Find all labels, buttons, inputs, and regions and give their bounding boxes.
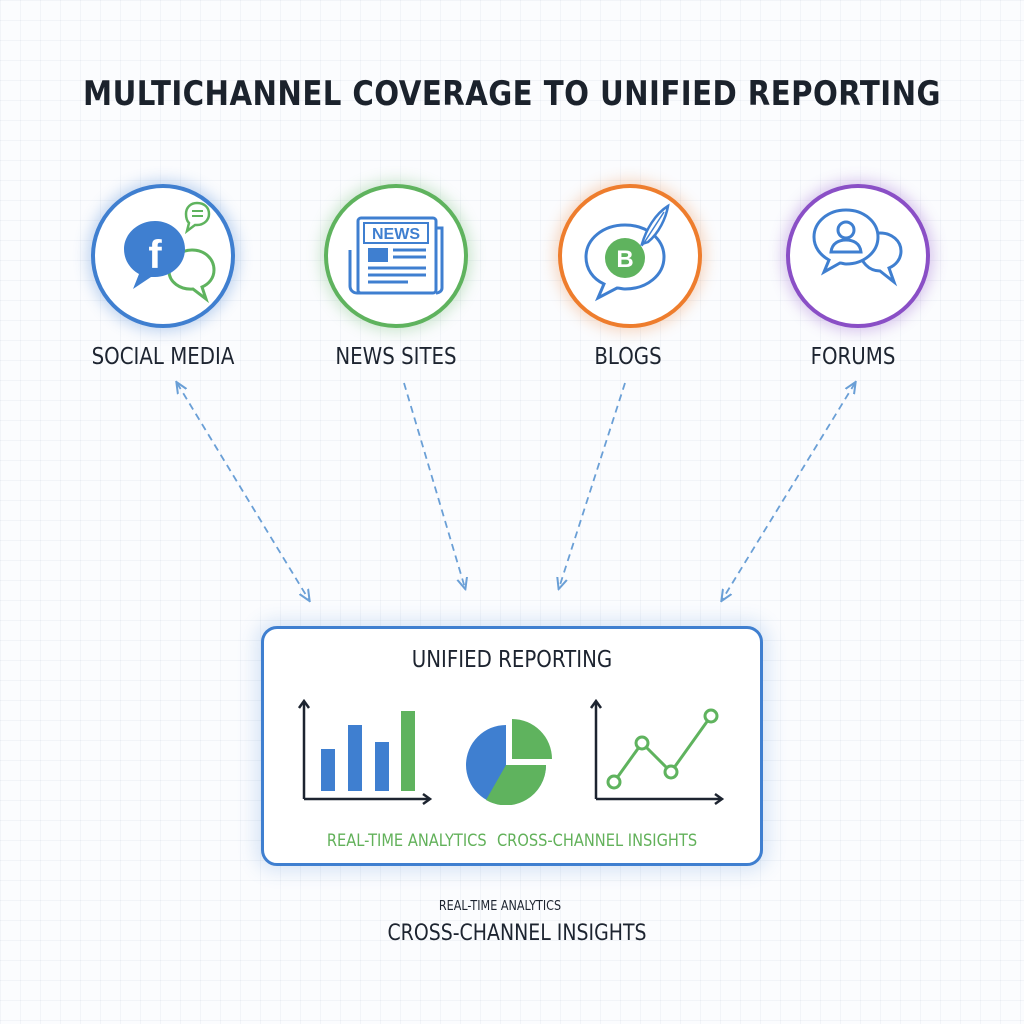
report-footer-crosschannel: CROSS-CHANNEL INSIGHTS (496, 831, 698, 851)
facebook-chat-icon: f (124, 201, 216, 304)
unified-reporting-panel: UNIFIED REPORTING REAL-TIME ANALYTICS CRO… (261, 626, 763, 866)
channel-social-media: f (91, 184, 235, 328)
caption-cross-channel-insights: CROSS-CHANNEL INSIGHTS (387, 921, 647, 946)
channel-blogs: B (558, 184, 702, 328)
blog-letter: B (616, 246, 633, 273)
channel-label-news-sites: NEWS SITES (335, 344, 457, 370)
pie-chart-icon (466, 719, 552, 805)
news-banner-text: NEWS (372, 226, 420, 243)
channel-label-forums: FORUMS (810, 344, 896, 370)
report-footer: REAL-TIME ANALYTICS CROSS-CHANNEL INSIGHT… (299, 831, 726, 851)
caption-realtime-analytics: REAL-TIME ANALYTICS (438, 899, 562, 914)
line-chart-icon (589, 699, 725, 806)
channel-label-blogs: BLOGS (594, 344, 662, 370)
channel-label-social-media: SOCIAL MEDIA (91, 344, 235, 370)
facebook-letter: f (148, 233, 162, 277)
connector-social-media (177, 383, 309, 600)
bar-chart-icon (297, 699, 433, 806)
blog-quill-icon: B (584, 203, 670, 302)
report-title: UNIFIED REPORTING (411, 647, 613, 673)
connector-blogs (559, 382, 626, 588)
connector-news-sites (403, 382, 465, 588)
channel-forums (786, 184, 930, 328)
channel-news-sites: NEWS (324, 184, 468, 328)
forum-user-chat-icon (812, 208, 903, 287)
connector-forums (722, 383, 855, 600)
page-title: MULTICHANNEL COVERAGE TO UNIFIED REPORTI… (83, 74, 941, 114)
report-footer-realtime: REAL-TIME ANALYTICS (326, 831, 487, 851)
newspaper-icon: NEWS (348, 216, 444, 295)
